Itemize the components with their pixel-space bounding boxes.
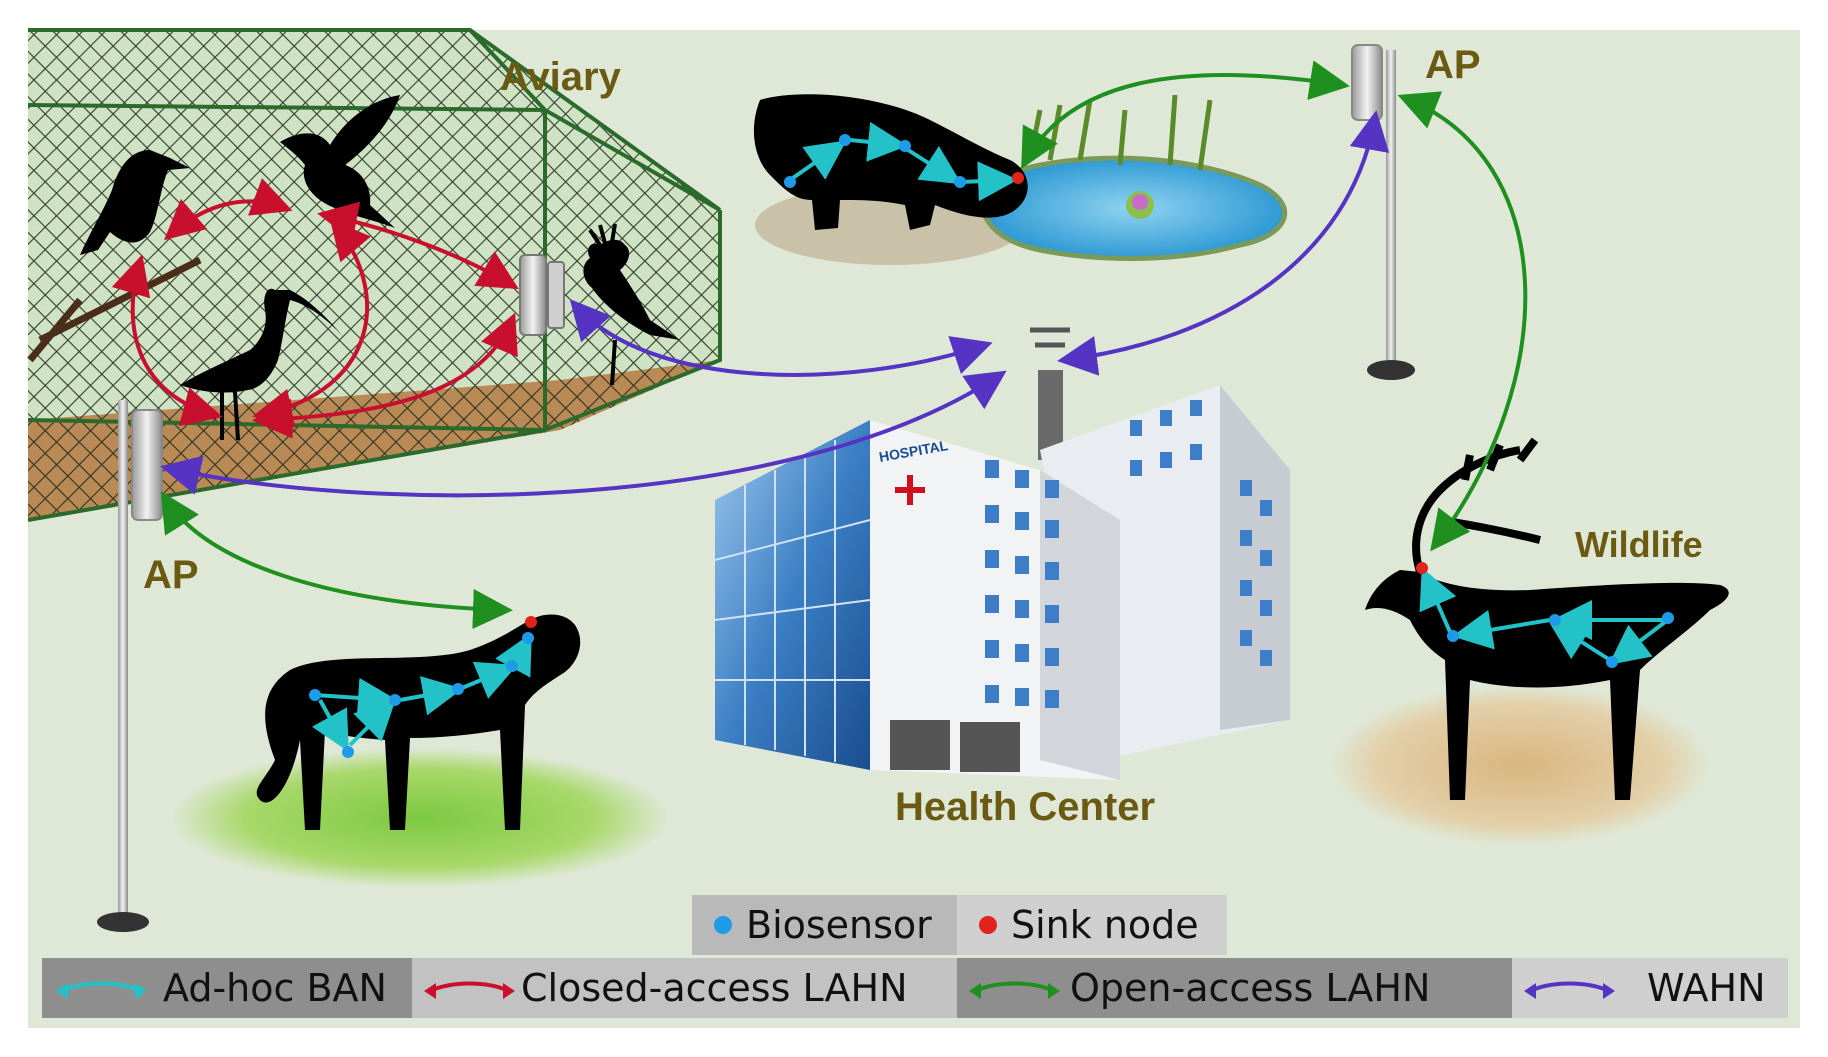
green-double-arrow-icon (969, 981, 1060, 999)
sink-nodes (525, 172, 1428, 628)
legend-closed-lahn-label: Closed-access LAHN (521, 966, 908, 1010)
sink-node-dot-icon (979, 916, 997, 934)
legend-sink-node-label: Sink node (1011, 903, 1199, 947)
legend-adhoc-ban: Ad-hoc BAN (42, 958, 412, 1018)
wahn-links (160, 110, 1390, 498)
sand-patch (1330, 685, 1710, 845)
legend-open-lahn-label: Open-access LAHN (1070, 966, 1431, 1010)
red-double-arrow-icon (424, 981, 515, 999)
legend-adhoc-ban-label: Ad-hoc BAN (163, 966, 387, 1010)
legend-wahn-label: WAHN (1647, 966, 1766, 1010)
biosensor-nodes (309, 134, 1674, 758)
bird-raven-icon (80, 150, 190, 255)
wildlife-label: Wildlife (1575, 524, 1703, 565)
health-center-label: Health Center (895, 785, 1155, 829)
purple-double-arrow-icon (1524, 981, 1615, 999)
adhoc-ban-links (311, 121, 1667, 752)
grass-patch (170, 748, 670, 888)
legend-biosensor: Biosensor (692, 895, 957, 955)
aviary-access-point-icon (519, 254, 565, 336)
hippo-icon (753, 94, 1028, 230)
legend-biosensor-label: Biosensor (746, 903, 932, 947)
legend-wahn: WAHN (1512, 958, 1788, 1018)
aviary-label: Aviary (500, 55, 622, 99)
hospital-building: HOSPITAL (714, 327, 1290, 780)
left-access-point-pole (97, 400, 163, 932)
ap-top-label: AP (1425, 43, 1481, 87)
ap-left-label: AP (143, 553, 199, 597)
open-access-lahn-links (160, 60, 1528, 629)
cyan-double-arrow-icon (56, 981, 147, 999)
bird-flying-icon (280, 95, 400, 228)
legend-closed-lahn: Closed-access LAHN (412, 958, 957, 1018)
biosensor-dot-icon (714, 916, 732, 934)
legend-sink-node: Sink node (957, 895, 1227, 955)
legend-open-lahn: Open-access LAHN (957, 958, 1512, 1018)
